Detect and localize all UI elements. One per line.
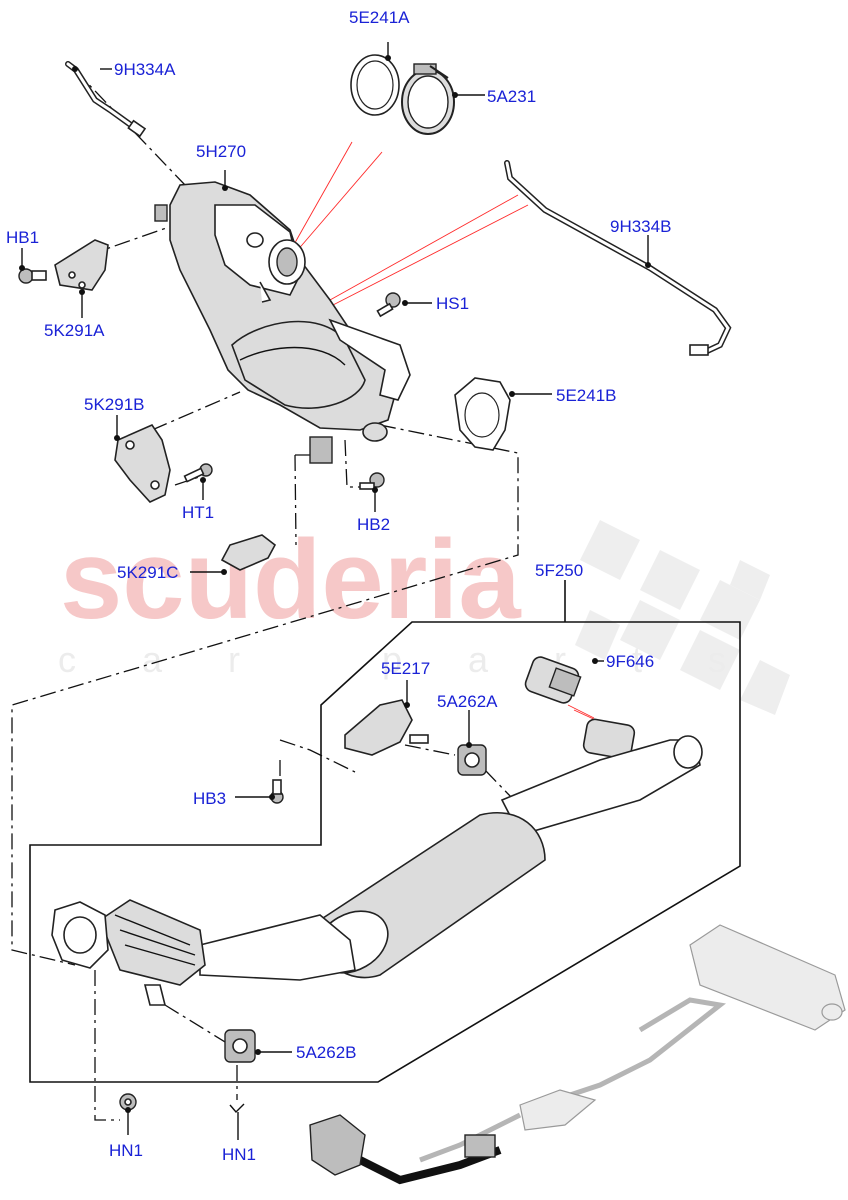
watermark-tagline: car parts [58, 639, 792, 680]
part-5e241b-gasket[interactable] [454, 377, 511, 451]
part-5a262b-hanger[interactable] [224, 1029, 256, 1063]
callout-5k291b[interactable]: 5K291B [84, 395, 145, 414]
part-hb1-bolt[interactable] [18, 268, 47, 284]
callout-labels: 5E241A 5A231 9H334A 5H270 9H334B HB1 5K2… [6, 8, 671, 1164]
callout-5k291a[interactable]: 5K291A [44, 321, 105, 340]
highlight-lines [291, 141, 601, 723]
callout-leaders [21, 42, 649, 1140]
callout-5f250[interactable]: 5F250 [535, 561, 583, 580]
overview-exhaust-ghost [309, 924, 846, 1185]
callout-5h270[interactable]: 5H270 [196, 142, 246, 161]
callout-5a231[interactable]: 5A231 [487, 87, 536, 106]
callout-9f646[interactable]: 9F646 [606, 652, 654, 671]
checkered-flag-watermark [575, 520, 790, 715]
part-5k291c-bracket[interactable] [220, 534, 277, 571]
callout-hb3[interactable]: HB3 [193, 789, 226, 808]
part-5k291b-bracket[interactable] [114, 423, 171, 503]
part-hb2-bolt[interactable] [359, 472, 385, 490]
assembly-frame-5f250 [29, 580, 741, 1083]
part-5a262a-hanger[interactable] [457, 744, 487, 776]
callout-ht1[interactable]: HT1 [182, 503, 214, 522]
part-5e241a-gasket[interactable] [350, 54, 400, 116]
callout-9h334a[interactable]: 9H334A [114, 60, 176, 79]
callout-5e217[interactable]: 5E217 [381, 659, 430, 678]
callout-5k291c[interactable]: 5K291C [117, 563, 178, 582]
part-5e217-bracket[interactable] [344, 699, 429, 756]
part-5f250-exhaust-assembly[interactable] [51, 735, 703, 1006]
callout-9h334b[interactable]: 9H334B [610, 217, 671, 236]
callout-5a262a[interactable]: 5A262A [437, 692, 498, 711]
callout-dots [19, 55, 651, 1113]
part-ht1-bolt[interactable] [183, 463, 213, 483]
callout-hb2[interactable]: HB2 [357, 515, 390, 534]
callout-hb1[interactable]: HB1 [6, 228, 39, 247]
callout-5e241a[interactable]: 5E241A [349, 8, 410, 27]
part-hn1-nut-right[interactable] [229, 1103, 245, 1114]
callout-5e241b[interactable]: 5E241B [556, 386, 617, 405]
part-hb3-bolt[interactable] [270, 779, 284, 804]
callout-hn1-left[interactable]: HN1 [109, 1141, 143, 1160]
part-9h334b-pipe[interactable] [504, 160, 732, 356]
part-9f646-sensor[interactable] [523, 655, 636, 760]
watermark-brand: scuderia [60, 517, 521, 642]
watermark: scuderia car parts [58, 517, 792, 715]
part-5k291a-bracket[interactable] [54, 239, 109, 291]
part-hs1-stud[interactable] [376, 292, 401, 318]
callout-5a262b[interactable]: 5A262B [296, 1043, 357, 1062]
part-5h270-catalytic-converter[interactable] [154, 181, 411, 464]
callout-hn1-right[interactable]: HN1 [222, 1145, 256, 1164]
part-5a231-clamp[interactable] [401, 63, 455, 135]
callout-hs1[interactable]: HS1 [436, 294, 469, 313]
part-hn1-nut-left[interactable] [119, 1093, 137, 1111]
